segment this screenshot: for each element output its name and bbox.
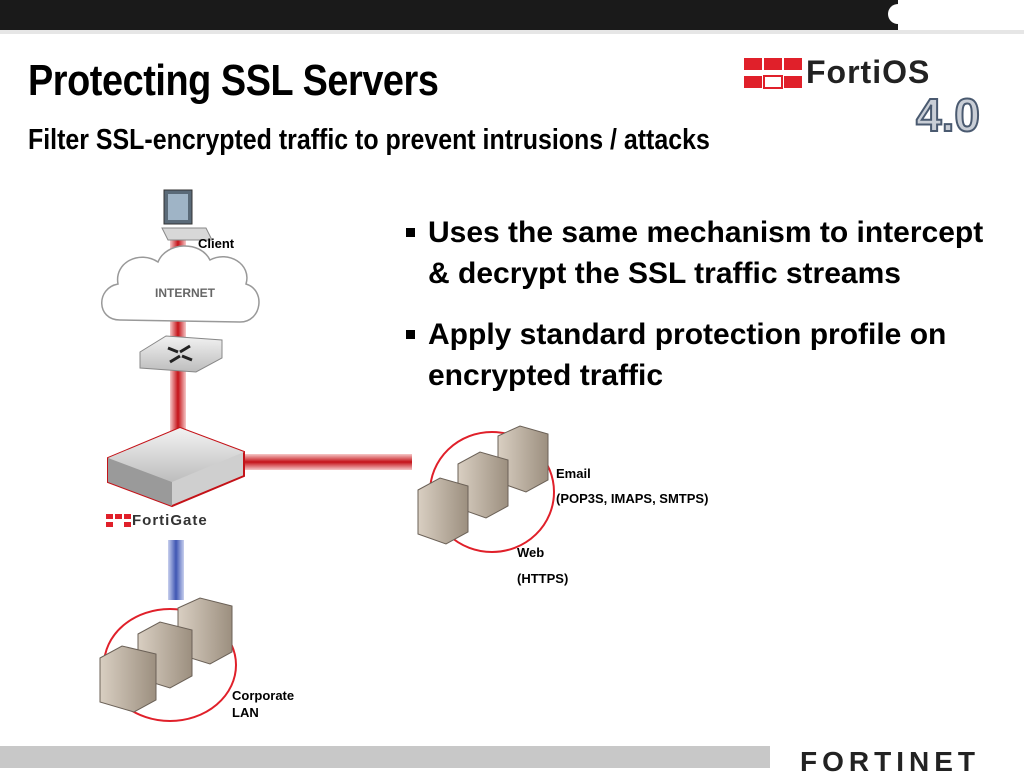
fortigate-logo-icon (106, 514, 131, 527)
fortios-logo-text: FortiOS (806, 54, 931, 90)
corporate-label: Corporate (232, 688, 295, 703)
link-fortigate-servers (236, 454, 412, 470)
fortinet-logo: FORTINET (800, 746, 980, 777)
fortios-logo-icon (744, 58, 802, 89)
lan-label: LAN (232, 705, 259, 720)
top-bar-divider (0, 30, 1024, 34)
bullet-item: Uses the same mechanism to intercept & d… (404, 212, 1004, 294)
client-label: Client (198, 236, 235, 251)
bottom-bar (0, 746, 1024, 768)
ssl-server-cluster-icon (417, 425, 555, 553)
top-bar (0, 0, 1024, 30)
slide-subtitle: Filter SSL-encrypted traffic to prevent … (28, 124, 710, 156)
bullet-list: Uses the same mechanism to intercept & d… (404, 212, 1004, 416)
corporate-lan-cluster-icon (99, 597, 237, 722)
top-bar-dot (888, 4, 908, 24)
bullet-item: Apply standard protection profile on enc… (404, 314, 1004, 396)
web-label: Web (517, 545, 545, 560)
top-bar-corner (898, 0, 1024, 30)
email-label: Email (556, 466, 591, 481)
slide-title: Protecting SSL Servers (28, 56, 439, 105)
fortigate-appliance-icon (107, 426, 245, 508)
web-protocols-label: (HTTPS) (517, 571, 569, 586)
bottom-bar-corner (770, 746, 1024, 768)
bullet-square-icon (406, 228, 415, 237)
email-protocols-label: (POP3S, IMAPS, SMTPS) (556, 491, 709, 506)
link-fortigate-lan (168, 540, 184, 600)
fortigate-logo-text: FortiGate (132, 512, 208, 529)
bullet-square-icon (406, 330, 415, 339)
client-computer-icon (161, 189, 213, 241)
internet-cloud-icon (101, 245, 260, 323)
fortios-version: 4.0 (915, 88, 981, 142)
router-icon (139, 335, 223, 373)
internet-label: INTERNET (155, 286, 215, 300)
